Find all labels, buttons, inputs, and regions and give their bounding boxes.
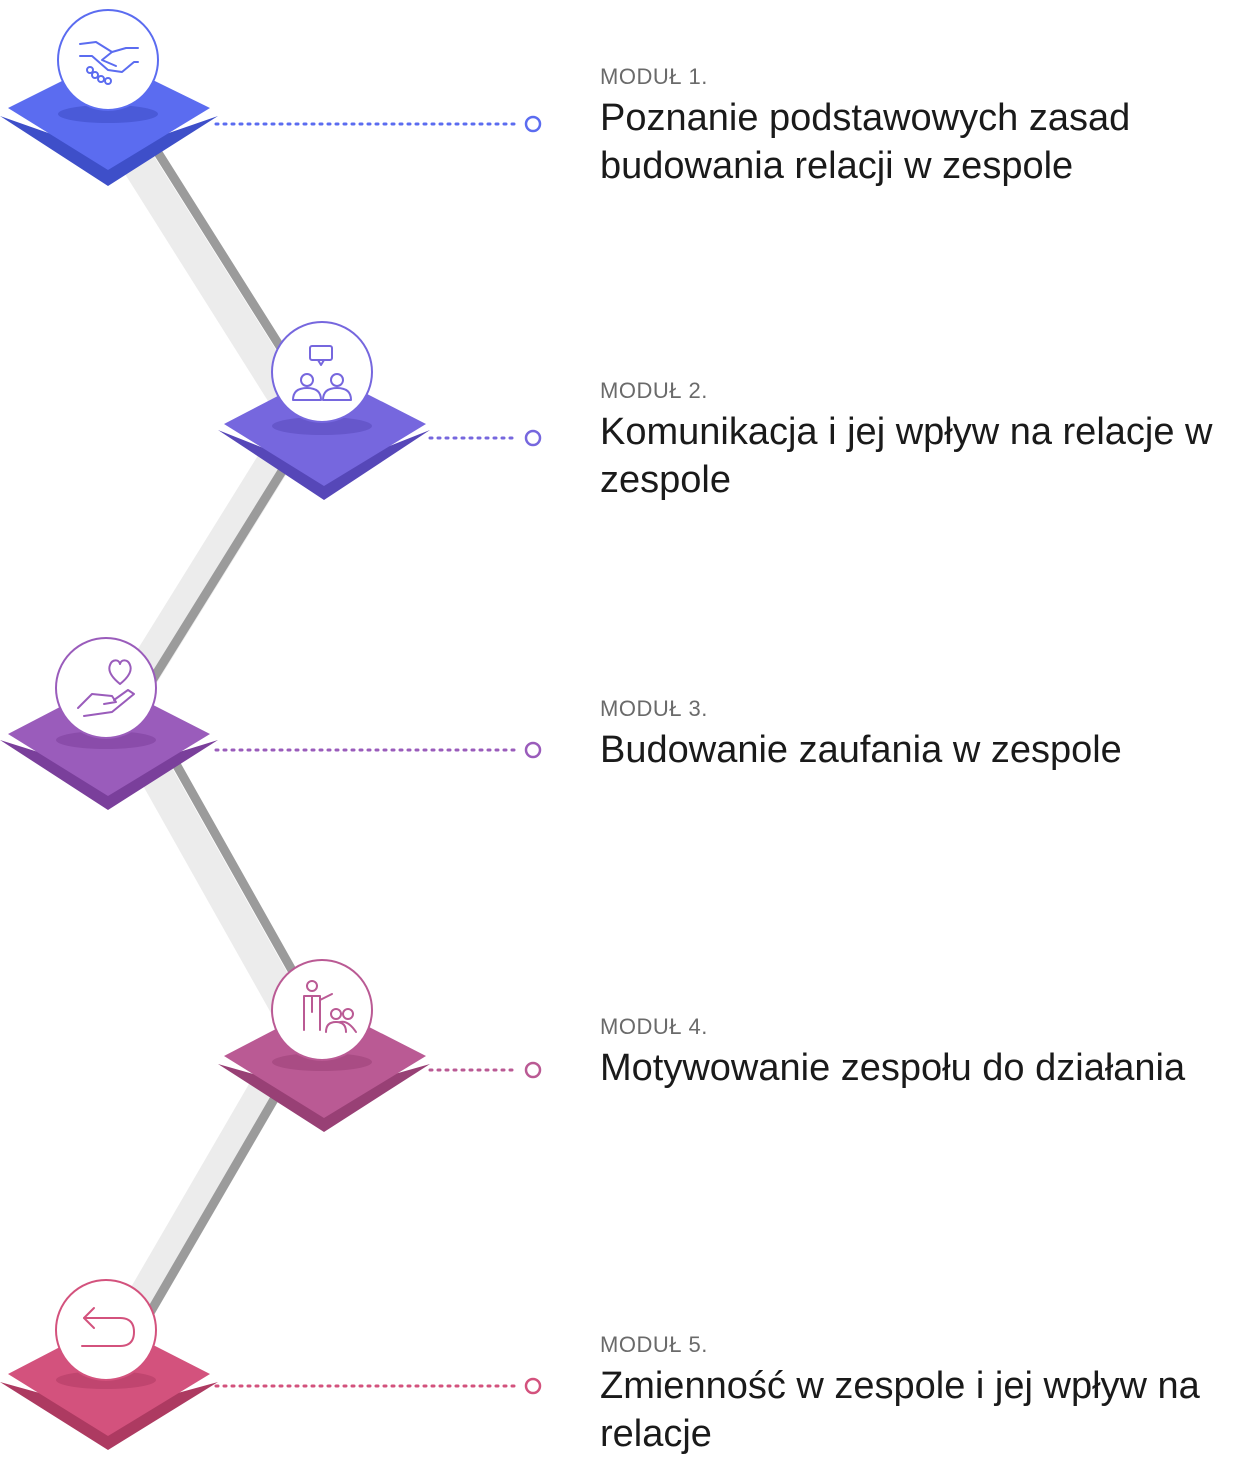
module-3-label: MODUŁ 3.	[600, 696, 708, 721]
module-2-node	[218, 321, 542, 500]
module-3-title: Budowanie zaufania w zespole	[600, 729, 1122, 771]
module-5-label: MODUŁ 5.	[600, 1332, 708, 1357]
module-1-label: MODUŁ 1.	[600, 64, 708, 89]
module-4-title: Motywowanie zespołu do działania	[600, 1047, 1186, 1089]
return-arrow-icon	[81, 1307, 135, 1347]
module-2-title: Komunikacja i jej wpływ na relacje w zes…	[600, 411, 1213, 501]
module-2-label: MODUŁ 2.	[600, 378, 708, 403]
module-3-node	[0, 637, 542, 810]
module-3-text: MODUŁ 3. Budowanie zaufania w zespole	[600, 696, 1255, 774]
handshake-icon	[79, 41, 139, 85]
module-4-node	[218, 959, 542, 1132]
people-talk-icon	[292, 345, 352, 401]
module-4-text: MODUŁ 4. Motywowanie zespołu do działani…	[600, 1014, 1255, 1092]
module-5-title: Zmienność w zespole i jej wpływ na relac…	[600, 1365, 1200, 1455]
presenter-icon	[303, 980, 357, 1033]
module-5-node	[0, 1279, 542, 1450]
module-1-text: MODUŁ 1. Poznanie podstawowych zasad bud…	[600, 64, 1255, 190]
heart-hand-icon	[77, 659, 135, 717]
module-1-title: Poznanie podstawowych zasad budowania re…	[600, 97, 1131, 187]
module-1-node	[0, 9, 542, 186]
module-4-label: MODUŁ 4.	[600, 1014, 708, 1039]
module-2-text: MODUŁ 2. Komunikacja i jej wpływ na rela…	[600, 378, 1255, 504]
module-5-text: MODUŁ 5. Zmienność w zespole i jej wpływ…	[600, 1332, 1255, 1458]
